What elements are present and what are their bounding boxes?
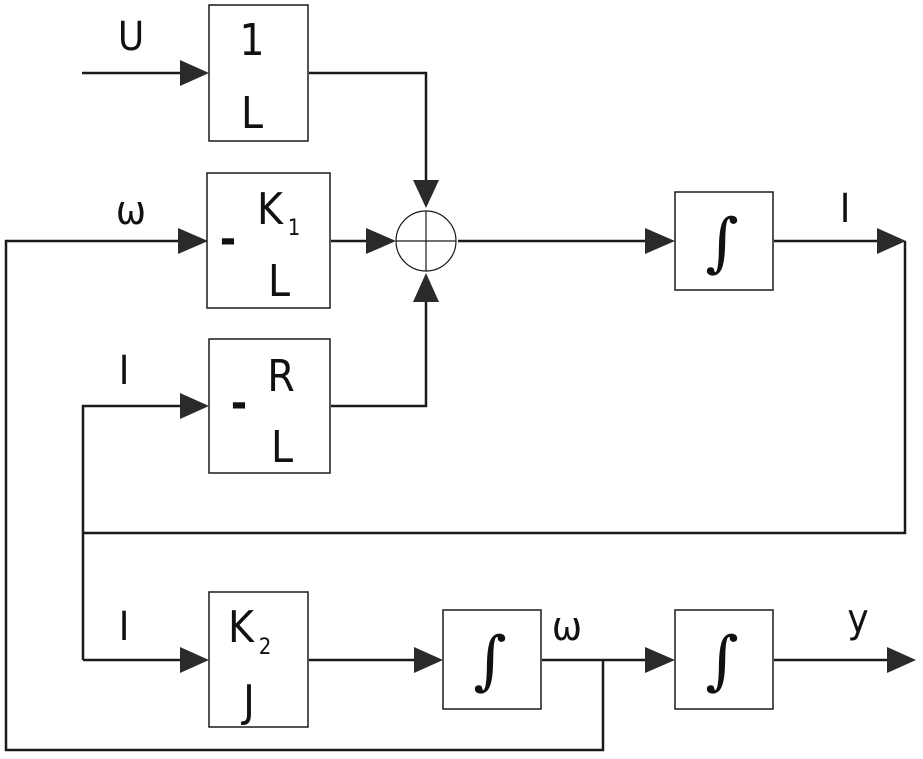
block-frame [442,609,542,710]
arrow-u-to-1overl [180,60,209,86]
subscript: 1 [288,216,301,241]
integral-icon: ∫ [705,624,738,698]
arrow-current-to-rl [180,393,209,419]
denominator: L [268,256,290,307]
denominator: L [271,422,293,473]
wire-1overl-to-sum [309,71,428,195]
numerator: R [267,351,295,402]
wire-current-to-rl [81,404,200,660]
block-frame [674,191,774,291]
signal-label-u: U [118,14,144,60]
arrow-into-integrator-position [645,647,675,673]
block-r-over-l: - R L [208,338,331,474]
arrow-into-integrator-current [645,228,675,254]
wire-rl-to-sum [331,290,428,408]
minus-sign: - [231,378,247,429]
signal-label-current-r: I [119,348,130,394]
numerator: 1 [239,15,264,66]
signal-label-omega-mid: ω [552,604,582,650]
integrator-omega: ∫ [442,609,542,710]
block-1-over-l: 1 L [208,4,309,142]
wire-omega-feedback [4,239,605,752]
block-frame [208,591,309,728]
subscript: 2 [259,635,272,660]
integral-icon: ∫ [473,624,506,698]
block-k1-over-l: - K 1 L [206,172,331,309]
signal-label-y: y [847,596,868,642]
signal-label-current-out: I [840,186,851,232]
arrow-y-output [887,647,916,673]
arrow-omega-to-k1 [178,228,208,254]
summing-junction [395,210,457,272]
signal-label-current-k2: I [119,604,130,650]
arrow-into-sum-bottom [413,273,439,302]
block-frame [674,609,774,710]
denominator: J [240,676,255,727]
signal-label-omega-in: ω [116,188,146,234]
arrow-current-output [877,228,906,254]
denominator: L [241,88,263,139]
integrator-current: ∫ [674,191,774,291]
arrow-current-to-k2 [180,647,209,673]
block-frame [206,172,331,309]
minus-sign: - [220,214,236,265]
arrow-into-sum-top [413,180,439,208]
arrow-into-sum-left [366,228,396,254]
numerator: K [228,602,255,653]
arrow-into-integrator-omega [414,647,443,673]
numerator: K [257,184,284,235]
wire-current-feedback [83,241,907,535]
block-frame [208,4,309,142]
block-k2-over-j: K 2 J [208,591,309,728]
integrator-position: ∫ [674,609,774,710]
block-frame [208,338,331,474]
integral-icon: ∫ [705,206,738,280]
